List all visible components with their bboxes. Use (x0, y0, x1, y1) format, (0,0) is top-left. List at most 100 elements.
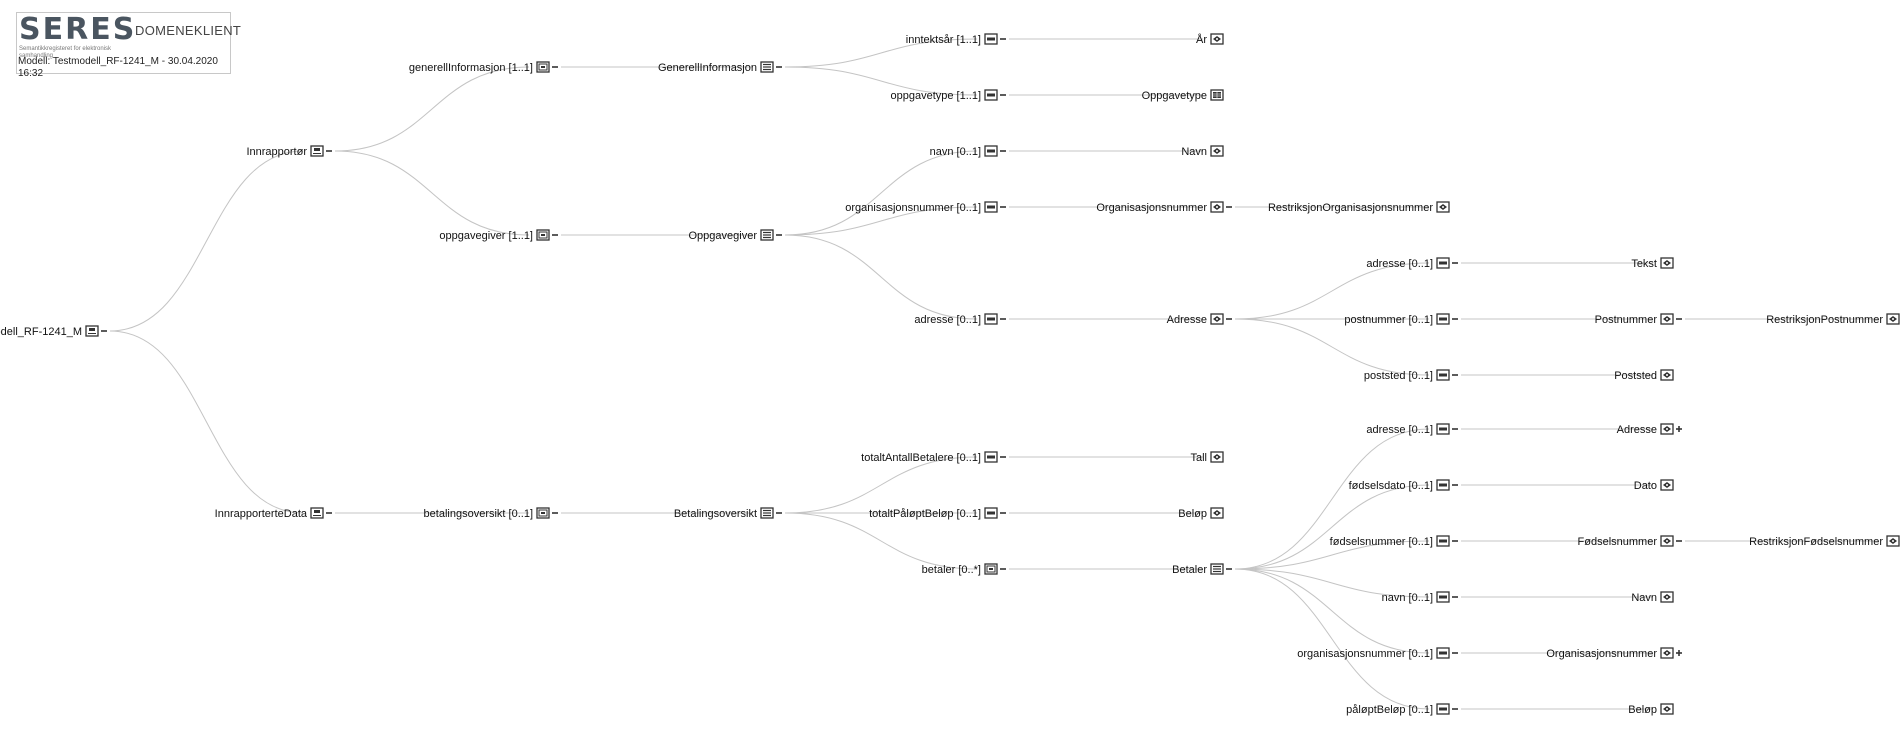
tree-node-innrapportertedata[interactable]: InnrapporterteData (215, 507, 332, 520)
tree-node-restriksjonorgnr[interactable]: RestriksjonOrganisasjonsnummer (1268, 201, 1450, 214)
tree-node-postnummer[interactable]: Postnummer (1595, 313, 1682, 326)
tree-node-dato[interactable]: Dato (1634, 479, 1674, 492)
tree-node-inntektsar[interactable]: inntektsår [1..1] (906, 33, 1006, 46)
node-label: organisasjonsnummer [0..1] (1297, 648, 1433, 660)
node-label: totaltPåløptBeløp [0..1] (869, 508, 981, 520)
tree-node-navn1[interactable]: Navn (1181, 145, 1224, 158)
tree-node-generellinformasjon_attr[interactable]: generellInformasjon [1..1] (409, 61, 558, 74)
tree-node-adresse1[interactable]: Adresse (1167, 313, 1232, 326)
logo-subtitle: Semantikkregisteret for elektronisk samh… (19, 46, 112, 59)
tree-node-fodselsdato[interactable]: fødselsdato [0..1] (1349, 479, 1458, 492)
node-label: Adresse (1167, 314, 1207, 326)
node-label: RestriksjonOrganisasjonsnummer (1268, 202, 1433, 214)
tree-node-ar[interactable]: År (1196, 33, 1224, 46)
tree-node-fodselsnummer[interactable]: Fødselsnummer (1578, 535, 1682, 548)
datatype-icon (1210, 33, 1224, 45)
tree-node-restriksjonfodselsnummer[interactable]: RestriksjonFødselsnummer (1749, 535, 1900, 548)
attribute-icon (1436, 479, 1450, 491)
node-label: navn [0..1] (1382, 592, 1433, 604)
tree-node-navn1[interactable]: navn [0..1] (930, 145, 1006, 158)
tree-node-innrapportor[interactable]: Innrapportør (246, 145, 332, 158)
expand-icon[interactable] (1676, 650, 1682, 656)
tree-node-paloptbelop[interactable]: påløptBeløp [0..1] (1346, 703, 1458, 716)
tree-edge (784, 512, 978, 570)
tree-edge (109, 330, 304, 514)
tree-node-navn2[interactable]: Navn (1631, 591, 1674, 604)
tree-node-poststed[interactable]: Poststed (1614, 369, 1674, 382)
datatype-icon (1436, 201, 1450, 213)
tree-node-adresse3[interactable]: adresse [0..1] (1366, 423, 1458, 436)
attribute-icon (1436, 535, 1450, 547)
tree-node-adresse2[interactable]: adresse [0..1] (1366, 257, 1458, 270)
tree-edge (784, 38, 978, 68)
datatype-icon (1660, 369, 1674, 381)
association-icon (536, 61, 550, 73)
tree-node-belop1[interactable]: Beløp (1178, 507, 1224, 520)
model-info: Modell: Testmodell_RF-1241_M - 30.04.202… (18, 56, 218, 79)
tree-node-organisasjonsnummer2[interactable]: Organisasjonsnummer (1546, 647, 1682, 660)
tree-node-root[interactable]: Testmodell_RF-1241_M (0, 325, 107, 338)
tree-node-betalingsoversikt_attr[interactable]: betalingsoversikt [0..1] (424, 507, 558, 520)
tree-node-postnummer[interactable]: postnummer [0..1] (1344, 313, 1458, 326)
tree-node-tall[interactable]: Tall (1190, 451, 1224, 464)
codelist-icon (1210, 89, 1224, 101)
tree-edge (1234, 262, 1430, 320)
node-label: År (1196, 33, 1207, 46)
node-label: Organisasjonsnummer (1546, 648, 1657, 660)
tree-node-navn2[interactable]: navn [0..1] (1382, 591, 1458, 604)
tree-node-organisasjonsnummer1[interactable]: Organisasjonsnummer (1096, 201, 1232, 214)
datatype-icon (1660, 313, 1674, 325)
datatype-icon (1210, 201, 1224, 213)
node-label: Testmodell_RF-1241_M (0, 326, 82, 338)
tree-node-oppgavetype[interactable]: oppgavetype [1..1] (890, 89, 1006, 102)
node-label: navn [0..1] (930, 146, 981, 158)
tree-node-tekst[interactable]: Tekst (1631, 257, 1674, 270)
tree-node-totaltantallbetalere[interactable]: totaltAntallBetalere [0..1] (861, 451, 1006, 464)
node-label: Adresse (1617, 424, 1657, 436)
tree-node-orgnr1[interactable]: organisasjonsnummer [0..1] (845, 201, 1006, 214)
tree-node-generellinformasjon[interactable]: GenerellInformasjon (658, 61, 782, 74)
node-label: oppgavegiver [1..1] (439, 230, 533, 242)
node-label: postnummer [0..1] (1344, 314, 1433, 326)
tree-node-oppgavetype[interactable]: Oppgavetype (1142, 89, 1224, 102)
expand-icon[interactable] (1676, 426, 1682, 432)
tree-edge (1234, 540, 1430, 570)
seres-logo: SERES (19, 12, 137, 47)
tree-node-adresse2[interactable]: Adresse (1617, 423, 1682, 436)
node-label: betaler [0..*] (922, 564, 981, 576)
datatype-icon (1660, 423, 1674, 435)
tree-node-restriksjonpostnummer[interactable]: RestriksjonPostnummer (1766, 313, 1900, 326)
node-label: Oppgavetype (1142, 90, 1207, 102)
datatype-icon (1660, 479, 1674, 491)
tree-node-totaltpaloptbelop[interactable]: totaltPåløptBeløp [0..1] (869, 507, 1006, 520)
tree-node-betaler[interactable]: betaler [0..*] (922, 563, 1006, 576)
class-icon (85, 325, 99, 337)
node-label: GenerellInformasjon (658, 62, 757, 74)
attribute-icon (1436, 423, 1450, 435)
tree-node-adresse1[interactable]: adresse [0..1] (914, 313, 1006, 326)
tree-node-fodselsnummer[interactable]: fødselsnummer [0..1] (1330, 535, 1458, 548)
tree-edge (1234, 484, 1430, 570)
tree-node-betaler[interactable]: Betaler (1172, 563, 1232, 576)
datatype-icon (1886, 313, 1900, 325)
attribute-icon (984, 313, 998, 325)
tree-node-poststed[interactable]: poststed [0..1] (1364, 369, 1458, 382)
attribute-icon (984, 89, 998, 101)
tree-node-betalingsoversikt[interactable]: Betalingsoversikt (674, 507, 782, 520)
tree-node-oppgavegiver[interactable]: Oppgavegiver (689, 229, 783, 242)
node-label: totaltAntallBetalere [0..1] (861, 452, 981, 464)
node-label: Beløp (1628, 704, 1657, 716)
tree-edge (784, 150, 978, 236)
table-icon (760, 61, 774, 73)
attribute-icon (984, 451, 998, 463)
tree-edge (1234, 318, 1430, 376)
tree-node-belop2[interactable]: Beløp (1628, 703, 1674, 716)
node-label: RestriksjonPostnummer (1766, 314, 1883, 326)
domeneklient-title: DOMENEKLIENT (135, 23, 242, 38)
tree-node-orgnr2[interactable]: organisasjonsnummer [0..1] (1297, 647, 1458, 660)
attribute-icon (1436, 591, 1450, 603)
table-icon (760, 507, 774, 519)
tree-node-oppgavegiver_attr[interactable]: oppgavegiver [1..1] (439, 229, 558, 242)
tree-edge (334, 66, 530, 152)
